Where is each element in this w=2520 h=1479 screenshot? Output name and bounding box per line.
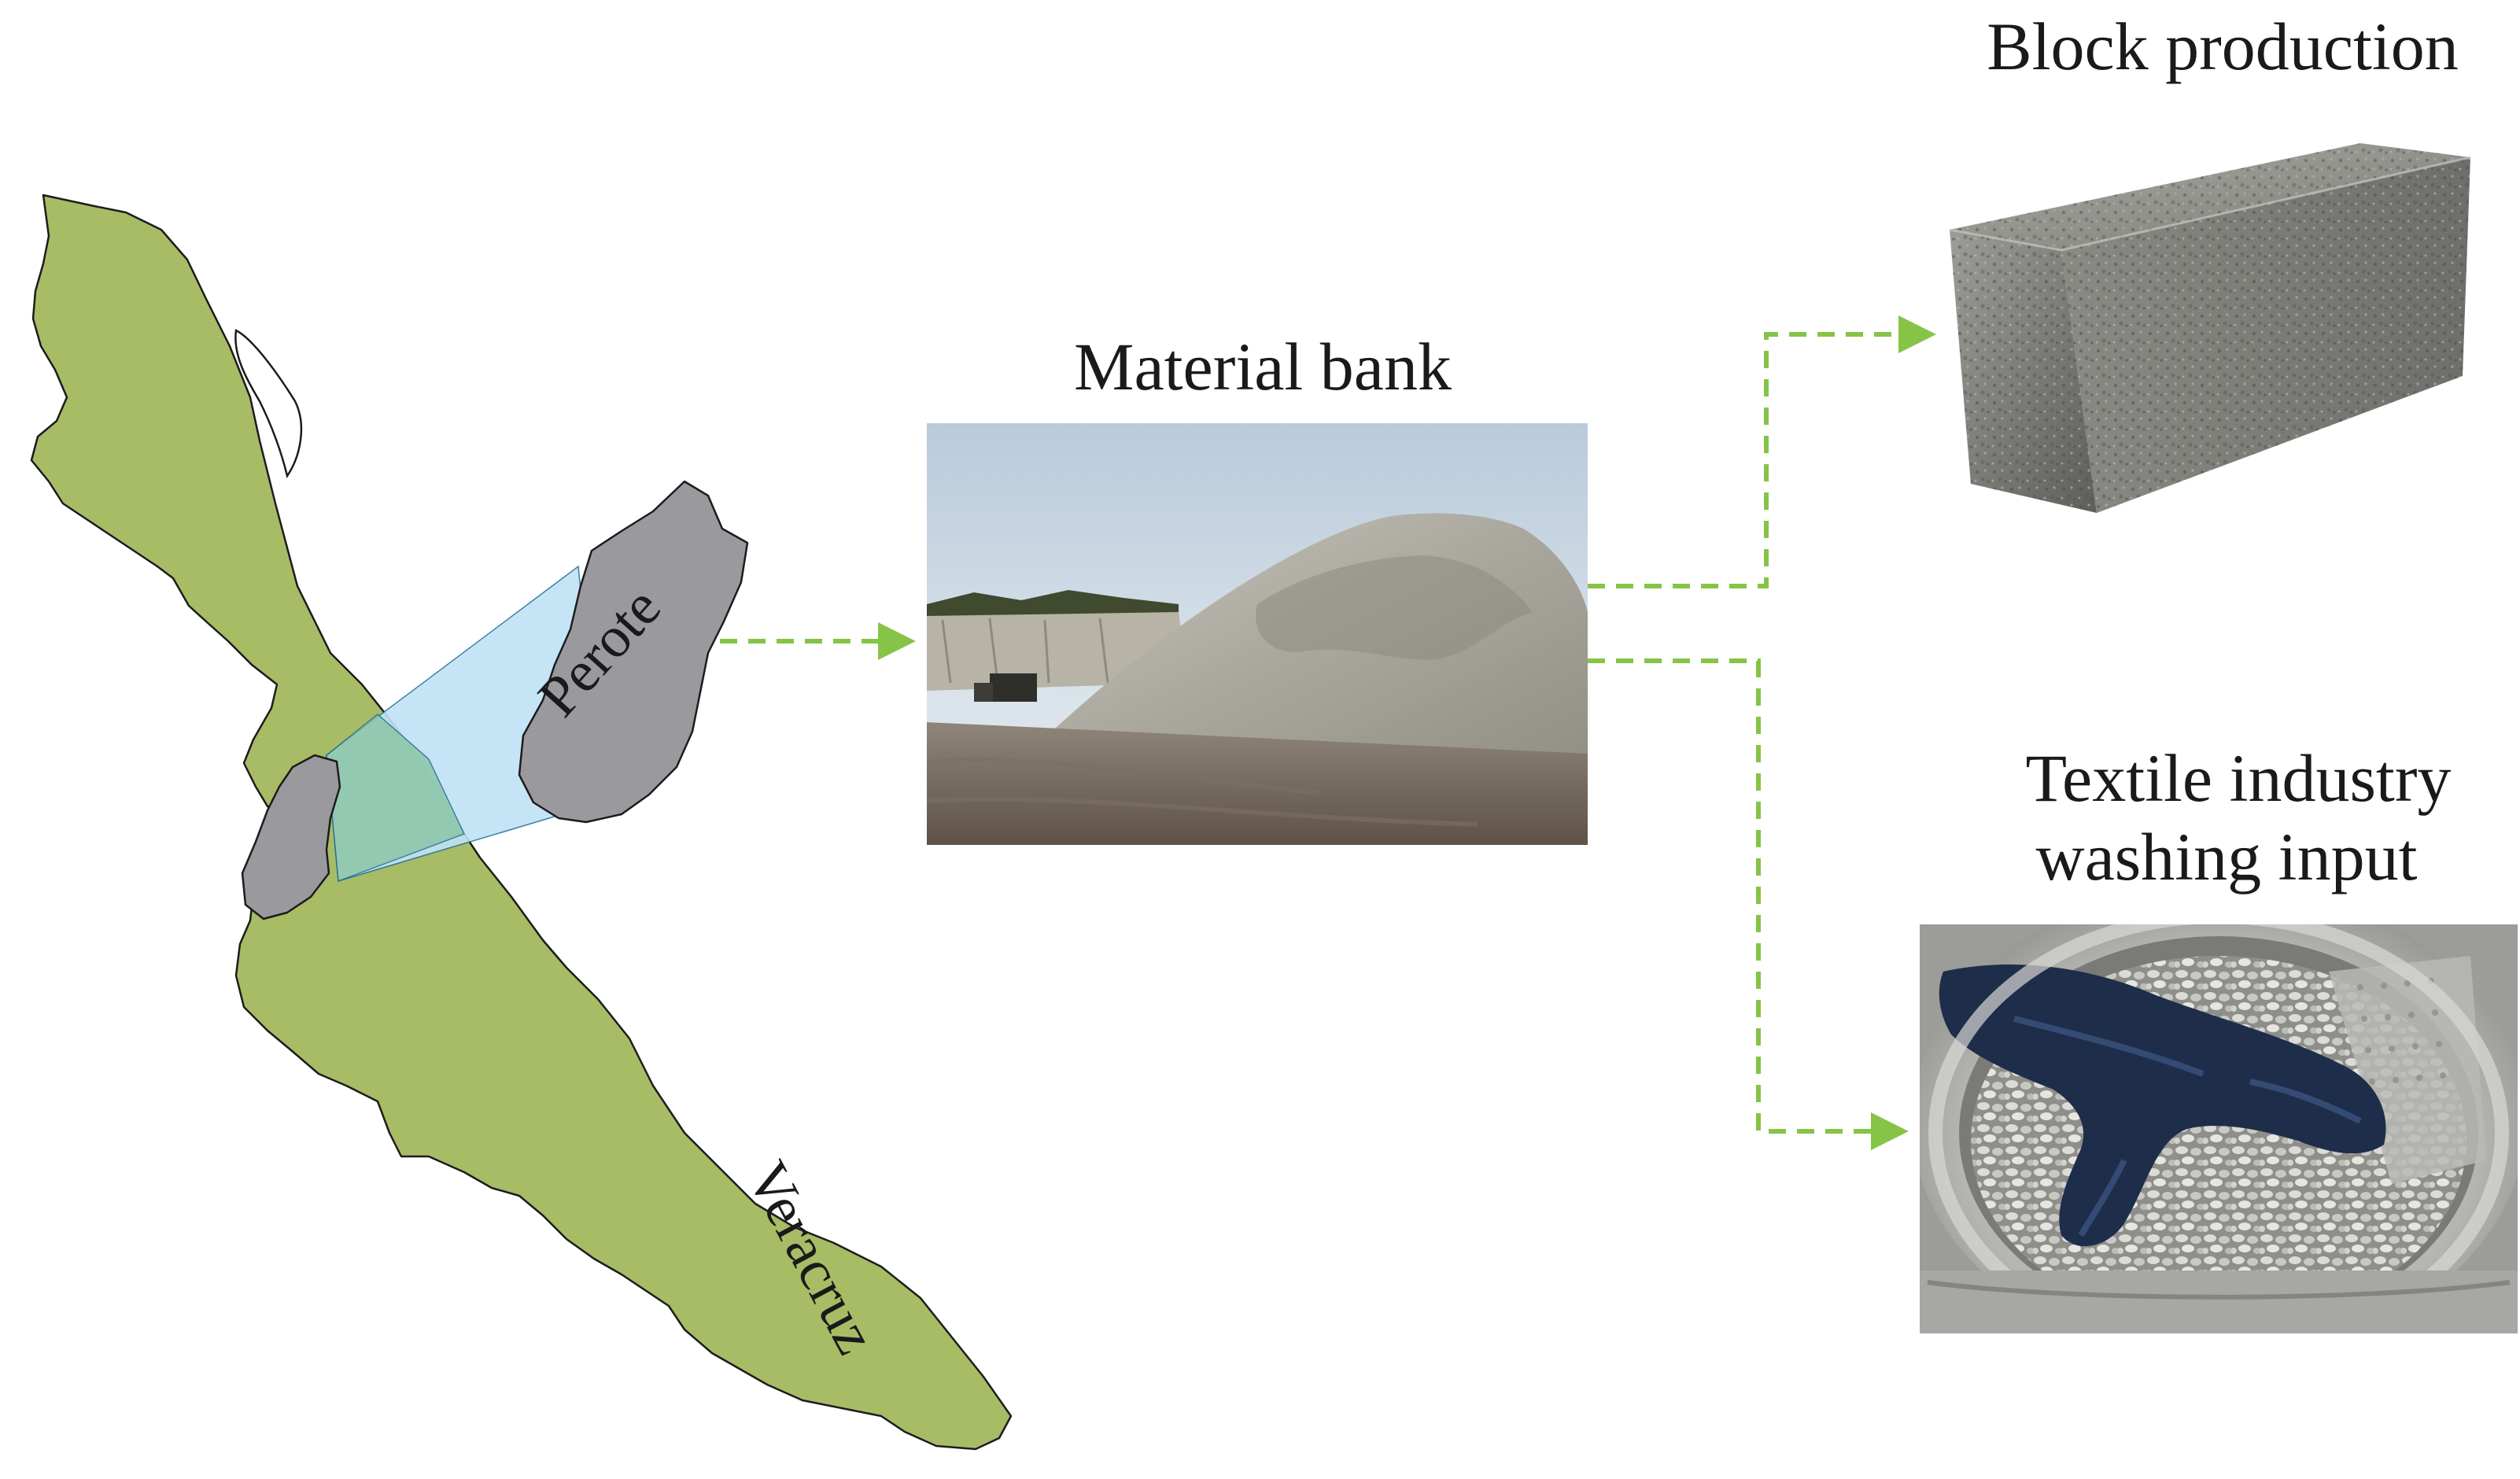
- block-production-title: Block production: [1987, 9, 2459, 84]
- washing-drum-photo: [1920, 924, 2518, 1333]
- veracruz-map: [30, 194, 1013, 1451]
- concrete-block-photo: [1949, 143, 2471, 513]
- zoom-overlap: [326, 714, 466, 883]
- perote-small-region: [241, 754, 341, 920]
- arrow-bank-to-block: [1588, 315, 1936, 588]
- lagoon-shape: [234, 329, 303, 479]
- arrow-bank-to-textile: [1588, 658, 1909, 1150]
- textile-title-line2: washing input: [2036, 819, 2418, 894]
- textile-title-line1: Textile industry: [2026, 740, 2452, 816]
- material-bank-title: Material bank: [1074, 329, 1452, 404]
- flow-arrows: [720, 315, 1936, 1150]
- perote-enlarged-region: [518, 480, 749, 824]
- veracruz-state-shape: [30, 194, 1013, 1451]
- sand-pile-photo: [927, 423, 1588, 845]
